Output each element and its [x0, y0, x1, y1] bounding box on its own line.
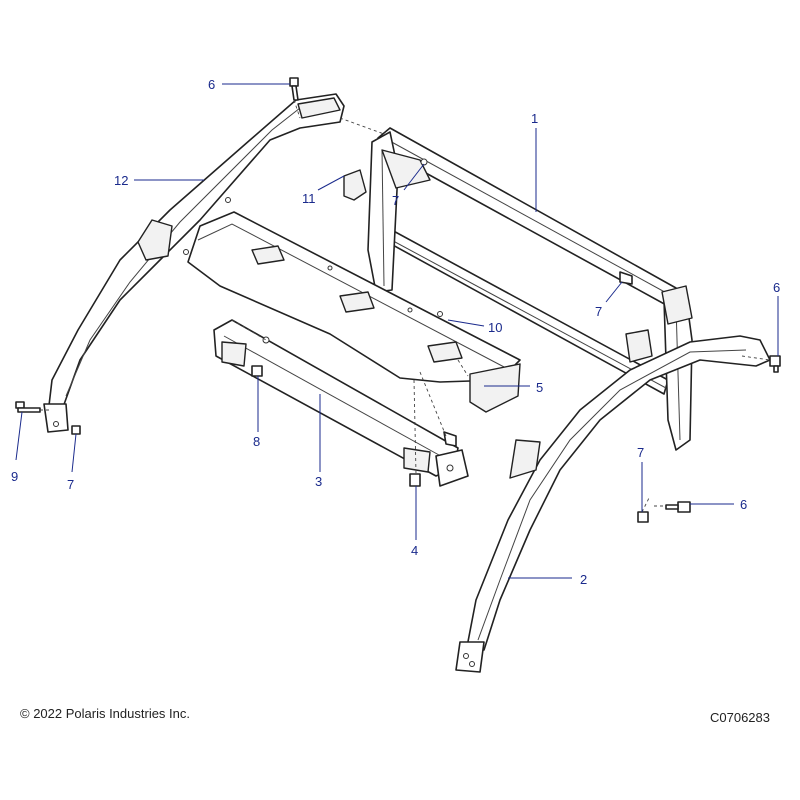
callout-5: 5	[536, 380, 543, 395]
callout-6-lower-right: 6	[740, 497, 747, 512]
part-right-cab-tube	[455, 335, 771, 673]
callout-labels: 6 12 11 7 1 7 6 10 5 8 3 4 9 7 7 6 2	[11, 77, 780, 587]
part-trim-cover	[343, 169, 367, 201]
drawing-number: C0706283	[710, 710, 770, 725]
callout-6-top: 6	[208, 77, 215, 92]
callout-7-right-frame: 7	[595, 304, 602, 319]
callout-10: 10	[488, 320, 502, 335]
callout-8: 8	[253, 434, 260, 449]
callout-12: 12	[114, 173, 128, 188]
callout-2: 2	[580, 572, 587, 587]
callout-7-left: 7	[67, 477, 74, 492]
part-left-cab-tube	[43, 93, 345, 433]
fasteners	[15, 77, 781, 523]
part-rear-panel	[187, 211, 521, 413]
callout-3: 3	[315, 474, 322, 489]
copyright-notice: © 2022 Polaris Industries Inc.	[20, 706, 190, 721]
callout-4: 4	[411, 543, 418, 558]
callout-11: 11	[302, 191, 316, 206]
callout-7-lower-right: 7	[637, 445, 644, 460]
callout-9: 9	[11, 469, 18, 484]
callout-1: 1	[531, 111, 538, 126]
callout-6-right: 6	[773, 280, 780, 295]
part-lower-crossbar	[213, 319, 469, 487]
part-rear-cab-frame	[367, 127, 693, 451]
alignment-lines	[40, 99, 771, 513]
callout-7-upper: 7	[392, 193, 399, 208]
leader-lines	[15, 83, 779, 579]
